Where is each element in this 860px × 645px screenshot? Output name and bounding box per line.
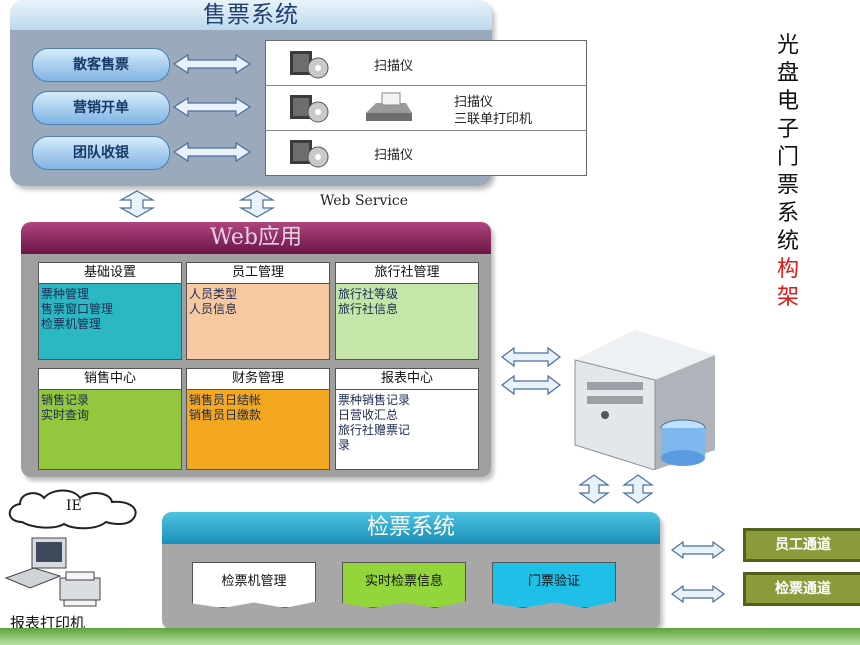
- module-basic-settings: 基础设置 票种管理 售票窗口管理 检票机管理: [38, 262, 182, 360]
- module-body: 票种销售记录 日营收汇总 旅行社赠票记 录: [336, 390, 478, 469]
- module-sales-center: 销售中心 销售记录 实时查询: [38, 368, 182, 470]
- module-staff-management: 员工管理 人员类型 人员信息: [186, 262, 330, 360]
- check-system-panel: 检票系统 检票机管理 实时检票信息 门票验证: [162, 512, 660, 630]
- module-item: 旅行社赠票记: [338, 423, 411, 437]
- device-label: 扫描仪: [454, 95, 494, 110]
- oval-marketing-order: 营销开单: [32, 91, 170, 125]
- staff-channel: 员工通道: [743, 528, 860, 562]
- module-item: 人员类型: [189, 287, 238, 301]
- vertical-double-arrow-icon: [622, 474, 654, 504]
- title-char: 门: [776, 145, 799, 170]
- module-item: 售票窗口管理: [41, 302, 114, 316]
- oval-group-cashier: 团队收银: [32, 136, 170, 170]
- scanner-icon: [290, 51, 329, 79]
- web-service-label: Web Service: [320, 193, 409, 209]
- report-printer-label: 报表打印机: [10, 614, 86, 632]
- title-char: 电: [776, 89, 799, 114]
- module-body: 旅行社等级 旅行社信息: [336, 284, 478, 359]
- sales-system-header: 售票系统: [10, 0, 492, 30]
- device-row: 扫描仪: [266, 41, 586, 86]
- module-header: 销售中心: [39, 369, 181, 390]
- module-agency-management: 旅行社管理 旅行社等级 旅行社信息: [335, 262, 479, 360]
- ie-label: IE: [66, 498, 82, 514]
- module-item: 录: [338, 438, 351, 452]
- title-char-red: 架: [776, 285, 799, 310]
- title-char: 子: [776, 117, 799, 142]
- module-body: 人员类型 人员信息: [187, 284, 329, 359]
- device-list-box: 扫描仪 扫描仪 三联单打印机 扫描仪: [265, 40, 587, 176]
- vertical-title: 光 盘 电 子 门 票 系 统 构 架: [768, 32, 808, 312]
- module-item: 实时查询: [41, 408, 90, 422]
- module-body: 销售记录 实时查询: [39, 390, 181, 469]
- module-item: 票种管理: [41, 287, 90, 301]
- scanner-icon: [290, 95, 329, 123]
- module-item: 票种销售记录: [338, 393, 411, 407]
- doc-realtime-check-info: 实时检票信息: [342, 562, 466, 608]
- module-body: 销售员日结帐 销售员日缴款: [187, 390, 329, 469]
- vertical-double-arrow-icon: [238, 190, 276, 218]
- module-item: 销售记录: [41, 393, 90, 407]
- module-header: 基础设置: [39, 263, 181, 284]
- title-char: 盘: [776, 61, 799, 86]
- double-arrow-icon: [670, 584, 726, 604]
- double-arrow-icon: [670, 540, 726, 560]
- title-char: 系: [776, 201, 799, 226]
- module-item: 日营收汇总: [338, 408, 399, 422]
- device-row: 扫描仪 三联单打印机: [266, 85, 586, 131]
- check-system-title: 检票系统: [366, 515, 455, 540]
- module-report-center: 报表中心 票种销售记录 日营收汇总 旅行社赠票记 录: [335, 368, 479, 470]
- module-header: 报表中心: [336, 369, 478, 390]
- double-arrow-icon: [172, 141, 252, 163]
- title-char: 票: [776, 173, 799, 198]
- device-label: 扫描仪: [374, 59, 414, 74]
- double-arrow-icon: [501, 374, 561, 396]
- doc-check-machine-management: 检票机管理: [192, 562, 316, 608]
- double-arrow-icon: [172, 53, 252, 75]
- module-item: 人员信息: [189, 302, 238, 316]
- web-app-header: Web应用: [21, 222, 491, 254]
- module-item: 旅行社等级: [338, 287, 399, 301]
- device-label: 三联单打印机: [454, 112, 533, 127]
- cloud-icon: [8, 489, 137, 530]
- scanner-icon: [290, 140, 329, 168]
- server-icon: [574, 330, 715, 470]
- module-finance-management: 财务管理 销售员日结帐 销售员日缴款: [186, 368, 330, 470]
- double-arrow-icon: [501, 346, 561, 368]
- title-char: 统: [776, 229, 799, 254]
- sales-system-title: 售票系统: [203, 2, 299, 28]
- computer-printer-icon: [4, 537, 101, 607]
- module-header: 财务管理: [187, 369, 329, 390]
- printer-icon: [366, 92, 412, 121]
- sales-system-panel: 售票系统 散客售票 营销开单 团队收银 扫描仪 扫描仪 三联单打印机 扫描仪: [10, 0, 587, 186]
- oval-walkin-sales: 散客售票: [32, 48, 170, 82]
- module-header: 旅行社管理: [336, 263, 478, 284]
- vertical-double-arrow-icon: [118, 190, 156, 218]
- module-item: 旅行社信息: [338, 302, 399, 316]
- device-row: 扫描仪: [266, 130, 586, 174]
- check-system-header: 检票系统: [162, 512, 660, 544]
- check-channel: 检票通道: [743, 572, 860, 606]
- module-item: 销售员日结帐: [189, 393, 262, 407]
- web-app-title: Web应用: [210, 225, 302, 250]
- doc-ticket-verification: 门票验证: [492, 562, 616, 608]
- module-header: 员工管理: [187, 263, 329, 284]
- vertical-double-arrow-icon: [578, 474, 610, 504]
- title-char-red: 构: [776, 257, 799, 282]
- title-char: 光: [776, 33, 799, 58]
- double-arrow-icon: [172, 96, 252, 118]
- device-label: 扫描仪: [374, 148, 414, 163]
- module-item: 销售员日缴款: [189, 408, 262, 422]
- bottom-decoration-bar: [0, 628, 860, 645]
- module-body: 票种管理 售票窗口管理 检票机管理: [39, 284, 181, 359]
- module-item: 检票机管理: [41, 317, 102, 331]
- web-app-panel: Web应用 基础设置 票种管理 售票窗口管理 检票机管理 员工管理 人员类型 人…: [21, 222, 491, 477]
